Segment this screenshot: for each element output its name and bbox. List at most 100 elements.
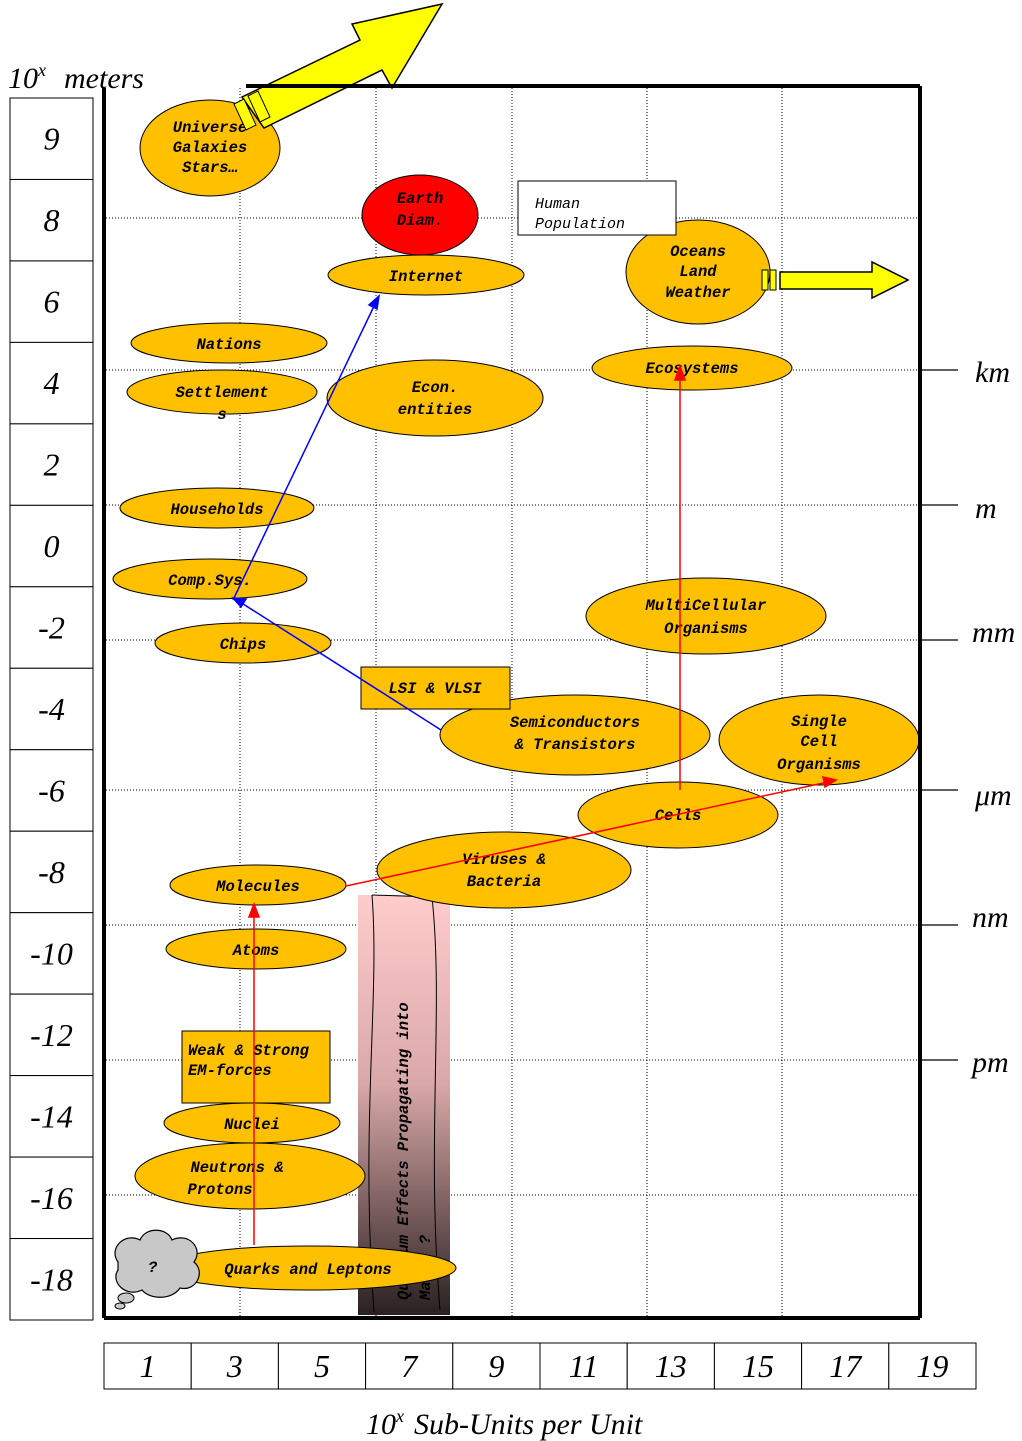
box-lsi-vlsi: LSI & VLSI <box>360 666 511 710</box>
y-tick-cell <box>9 1075 94 1158</box>
svg-text:Nuclei: Nuclei <box>224 1116 280 1134</box>
ellipse-settlements: Settlement s <box>126 369 318 424</box>
quantum-banner-line1: Quantum Effects Propagating into <box>395 1002 413 1300</box>
y-tick-label: -4 <box>38 691 65 727</box>
ellipse-single-cell: Single Cell Organisms <box>718 694 920 786</box>
blue-connectors <box>231 294 442 731</box>
y-tick-cell <box>9 667 94 751</box>
unit-nm: nm <box>972 901 1009 934</box>
svg-text:Econ.: Econ. <box>412 379 459 397</box>
svg-text:Human: Human <box>535 196 580 213</box>
svg-text:Viruses &: Viruses & <box>462 851 546 869</box>
ellipse-semiconductors: Semiconductors & Transistors <box>439 694 711 776</box>
ellipse-chips: Chips <box>154 622 332 664</box>
x-tick-label: 1 <box>140 1348 156 1384</box>
svg-text:Diam.: Diam. <box>397 212 444 230</box>
x-tick-label: 13 <box>655 1348 687 1384</box>
svg-text:Organisms: Organisms <box>664 620 748 638</box>
x-tick-cell <box>888 1342 977 1390</box>
y-tick-cell <box>9 341 94 425</box>
y-tick-cell <box>9 993 94 1077</box>
unit-km: km <box>975 356 1010 389</box>
svg-text:LSI & VLSI: LSI & VLSI <box>388 680 482 698</box>
svg-text:EM-forces: EM-forces <box>188 1062 272 1080</box>
svg-text:s: s <box>217 406 226 424</box>
cloud-question-mark: ? <box>148 1259 158 1277</box>
ellipse-internet: Internet <box>327 254 525 296</box>
svg-text:Households: Households <box>170 501 263 519</box>
svg-text:Quarks and Leptons: Quarks and Leptons <box>224 1261 391 1279</box>
y-tick-label: 0 <box>44 528 60 564</box>
x-tick-label: 3 <box>226 1348 243 1384</box>
ellipse-nuclei: Nuclei <box>163 1102 341 1144</box>
svg-text:Oceans: Oceans <box>670 243 726 261</box>
svg-text:Settlement: Settlement <box>175 384 268 402</box>
svg-text:Internet: Internet <box>389 268 463 286</box>
svg-text:Stars…: Stars… <box>182 159 238 177</box>
arrow-oceans-outward <box>761 260 910 300</box>
y-tick-label: -8 <box>38 854 65 890</box>
ellipse-households: Households <box>119 487 315 529</box>
svg-text:Cells: Cells <box>655 807 702 825</box>
x-tick-label: 7 <box>401 1348 419 1384</box>
x-tick-cell <box>713 1342 803 1390</box>
svg-text:Molecules: Molecules <box>215 878 300 896</box>
ellipse-quarks-leptons: Quarks and Leptons <box>159 1245 457 1291</box>
svg-text:Cell: Cell <box>800 733 837 751</box>
svg-text:Weather: Weather <box>665 284 730 302</box>
svg-text:Chips: Chips <box>220 636 267 654</box>
svg-text:Land: Land <box>679 263 717 281</box>
svg-text:Galaxies: Galaxies <box>173 139 247 157</box>
arrow-universe-outward <box>233 2 444 131</box>
ellipse-oceans-land-weather: Oceans Land Weather <box>625 219 771 325</box>
ellipse-ecosystems: Ecosystems <box>591 345 793 391</box>
ellipse-neutrons-protons: Neutrons & Protons <box>134 1142 366 1210</box>
svg-text:Atoms: Atoms <box>232 942 280 960</box>
x-tick-label: 17 <box>829 1348 863 1384</box>
svg-text:& Transistors: & Transistors <box>514 736 636 754</box>
y-tick-label: -2 <box>38 610 65 646</box>
x-tick-label: 9 <box>488 1348 504 1384</box>
unit-mm: mm <box>972 616 1015 649</box>
svg-text:entities: entities <box>398 401 472 419</box>
ellipse-comp-sys: Comp.Sys. <box>112 558 308 600</box>
svg-text:Universe: Universe <box>173 119 247 137</box>
ellipse-earth-diam: Earth Diam. <box>361 174 479 256</box>
thought-cloud: ? <box>114 1229 200 1310</box>
x-tick-label: 5 <box>314 1348 330 1384</box>
x-tick-cell <box>539 1342 628 1390</box>
ellipse-molecules: Molecules <box>169 864 347 906</box>
y-tick-label: -14 <box>30 1098 73 1134</box>
svg-text:MultiCellular: MultiCellular <box>645 597 767 615</box>
y-tick-cell <box>9 504 94 588</box>
y-tick-cell <box>9 178 94 262</box>
x-tick-cell <box>801 1342 890 1390</box>
y-tick-cell <box>9 1238 94 1321</box>
y-tick-cell <box>9 912 94 995</box>
x-tick-cell <box>365 1342 454 1390</box>
svg-text:Nations: Nations <box>196 336 261 354</box>
ellipse-atoms: Atoms <box>165 928 347 970</box>
svg-text:Bacteria: Bacteria <box>467 873 541 891</box>
y-tick-label: 6 <box>44 284 60 320</box>
unit-m: m <box>975 492 997 525</box>
x-tick-label: 15 <box>742 1348 774 1384</box>
y-tick-label: -12 <box>30 1017 73 1053</box>
svg-text:Organisms: Organisms <box>777 756 861 774</box>
y-tick-label: -6 <box>38 772 65 808</box>
y-tick-label: 9 <box>44 121 60 157</box>
svg-text:Protons: Protons <box>187 1181 252 1199</box>
x-tick-cell <box>103 1342 192 1390</box>
y-tick-label: -16 <box>30 1180 73 1216</box>
y-tick-cell <box>9 1156 94 1240</box>
y-tick-label: 4 <box>44 365 60 401</box>
y-tick-label: -18 <box>30 1261 73 1297</box>
unit-pm: pm <box>970 1046 1009 1079</box>
x-tick-cell <box>190 1342 279 1390</box>
svg-text:Weak & Strong: Weak & Strong <box>188 1042 310 1060</box>
y-tick-cell <box>9 830 94 914</box>
ellipse-viruses-bacteria: Viruses & Bacteria <box>376 831 632 909</box>
